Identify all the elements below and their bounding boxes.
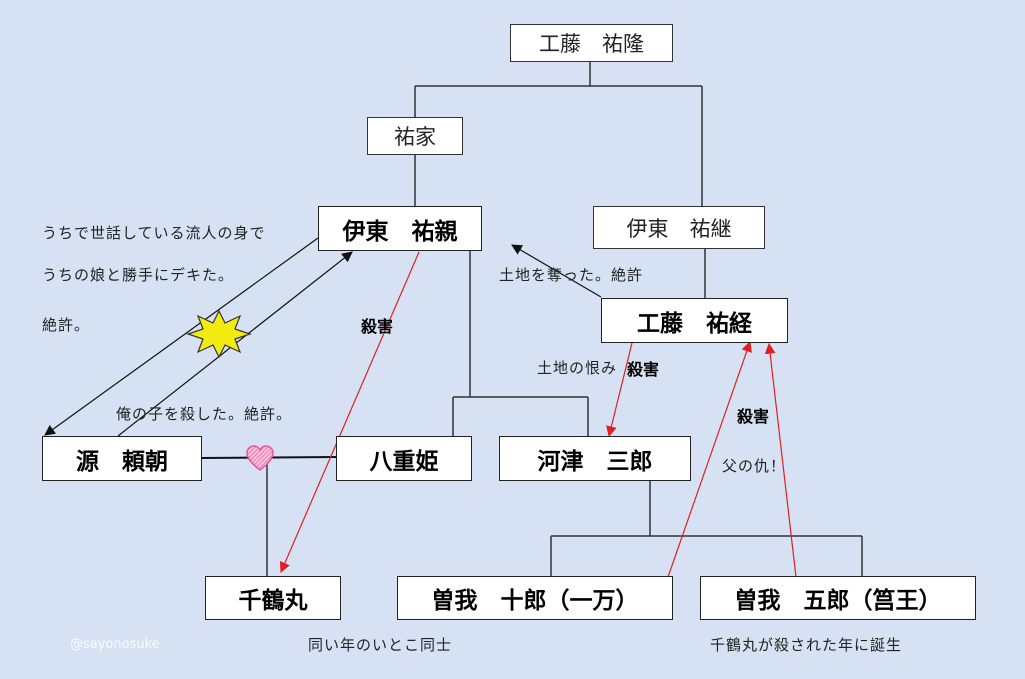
annotation-kill-kawazu: 殺害 bbox=[627, 360, 660, 379]
node-kawazu-saburo: 河津 三郎 bbox=[499, 436, 691, 481]
lineage-lines bbox=[201, 62, 863, 576]
annotation-land-stolen: 土地を奪った。絶許 bbox=[499, 266, 644, 284]
heart-icon bbox=[246, 445, 274, 471]
annotation-killed-my-child: 俺の子を殺した。絶許。 bbox=[116, 405, 293, 423]
node-soga-juro: 曽我 十郎（一万） bbox=[397, 576, 673, 620]
kill-arrows bbox=[279, 251, 797, 578]
annotation-yoritomo-line1: うちで世話している流人の身で bbox=[42, 224, 266, 242]
annotation-yoritomo-line3: 絶許。 bbox=[42, 316, 91, 334]
node-minamoto-yoritomo: 源 頼朝 bbox=[42, 436, 202, 481]
explosion-star-icon bbox=[186, 310, 252, 358]
node-yaehime: 八重姫 bbox=[336, 436, 472, 481]
node-suketie: 祐家 bbox=[367, 117, 463, 155]
annotation-same-age-cousins: 同い年のいとこ同士 bbox=[308, 636, 453, 654]
node-chizurumaru: 千鶴丸 bbox=[205, 576, 341, 620]
annotation-kill-chizurumaru: 殺害 bbox=[361, 317, 394, 336]
node-soga-goro: 曽我 五郎（筥王） bbox=[700, 576, 976, 620]
node-ito-suketsugu: 伊東 祐継 bbox=[593, 206, 765, 249]
annotation-kill-suketsune: 殺害 bbox=[737, 407, 770, 426]
annotation-yoritomo-line2: うちの娘と勝手にデキた。 bbox=[42, 266, 235, 284]
node-kudo-suketsune: 工藤 祐経 bbox=[601, 298, 788, 343]
watermark: @sayonosuke bbox=[70, 637, 160, 652]
annotation-born-year: 千鶴丸が殺された年に誕生 bbox=[710, 636, 903, 654]
node-kudo-suketaka: 工藤 祐隆 bbox=[510, 24, 673, 62]
annotation-father-revenge: 父の仇！ bbox=[722, 457, 787, 475]
annotation-land-grudge: 土地の恨み bbox=[537, 359, 618, 377]
node-ito-sukechika: 伊東 祐親 bbox=[318, 206, 482, 251]
